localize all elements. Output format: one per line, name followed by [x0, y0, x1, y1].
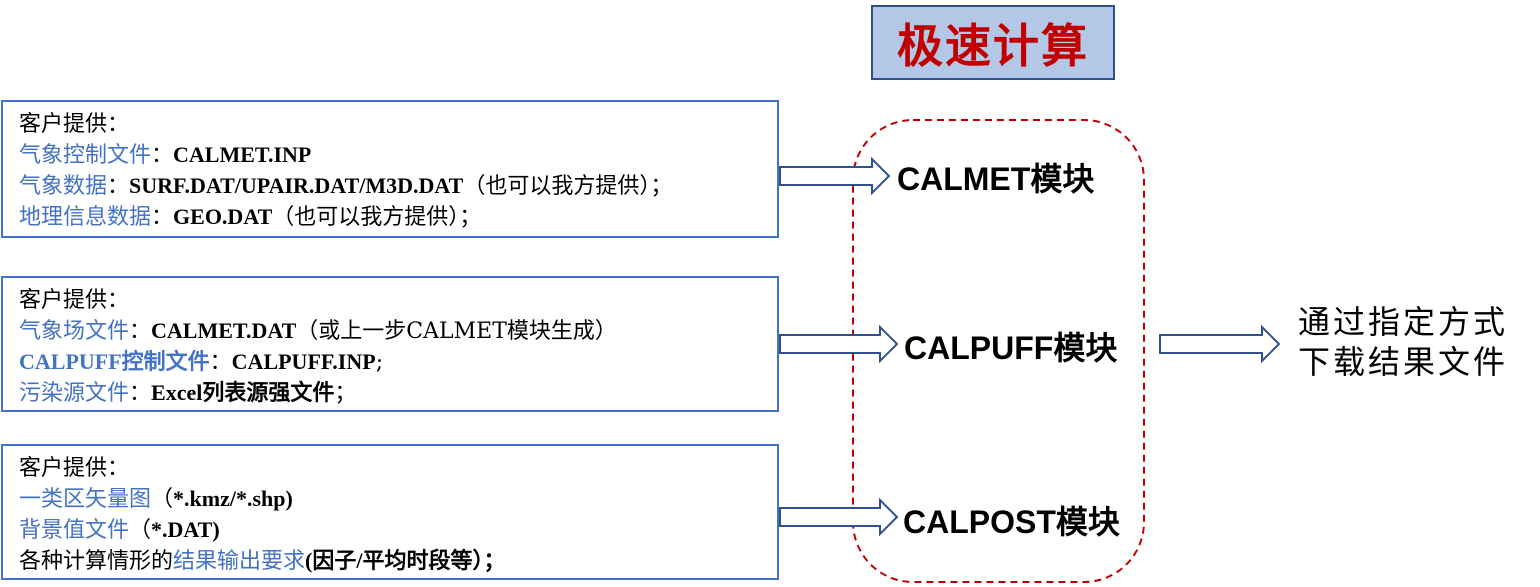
input-box-calpost: 客户提供： 一类区矢量图（*.kmz/*.shp) 背景值文件（*.DAT) 各…	[1, 444, 779, 580]
dashed-module-container	[852, 119, 1145, 583]
input-item: 气象数据：SURF.DAT/UPAIR.DAT/M3D.DAT（也可以我方提供）…	[19, 173, 673, 199]
input-box-calmet: 客户提供： 气象控制文件：CALMET.INP 气象数据：SURF.DAT/UP…	[1, 100, 779, 238]
input-item: CALPUFF控制文件：CALPUFF.INP;	[19, 349, 384, 375]
title-text: 极速计算	[897, 18, 1089, 73]
input-header: 客户提供：	[19, 456, 130, 481]
result-text: 通过指定方式 下载结果文件	[1298, 302, 1508, 382]
input-item: 气象场文件：CALMET.DAT（或上一步CALMET模块生成）	[19, 318, 617, 344]
input-item: 气象控制文件：CALMET.INP	[19, 142, 312, 168]
result-line: 下载结果文件	[1298, 343, 1509, 381]
arrow-right-icon	[779, 156, 891, 196]
input-item: 地理信息数据：GEO.DAT（也可以我方提供）；	[19, 204, 482, 230]
result-line: 通过指定方式	[1298, 303, 1509, 341]
arrow-right-icon	[779, 497, 899, 537]
input-header: 客户提供：	[19, 112, 130, 137]
input-box-calpuff: 客户提供： 气象场文件：CALMET.DAT（或上一步CALMET模块生成） C…	[1, 276, 779, 412]
module-calmet: CALMET模块	[897, 161, 1095, 197]
module-calpost: CALPOST模块	[903, 504, 1120, 540]
arrow-right-icon	[1159, 324, 1281, 364]
input-item: 各种计算情形的结果输出要求(因子/平均时段等）；	[19, 548, 506, 574]
input-header: 客户提供：	[19, 288, 130, 313]
input-item: 一类区矢量图（*.kmz/*.shp)	[19, 486, 293, 512]
title-box: 极速计算	[871, 5, 1115, 80]
module-calpuff: CALPUFF模块	[904, 330, 1118, 366]
input-item: 背景值文件（*.DAT)	[19, 517, 220, 543]
input-item: 污染源文件：Excel列表源强文件；	[19, 380, 357, 406]
arrow-right-icon	[779, 324, 899, 364]
